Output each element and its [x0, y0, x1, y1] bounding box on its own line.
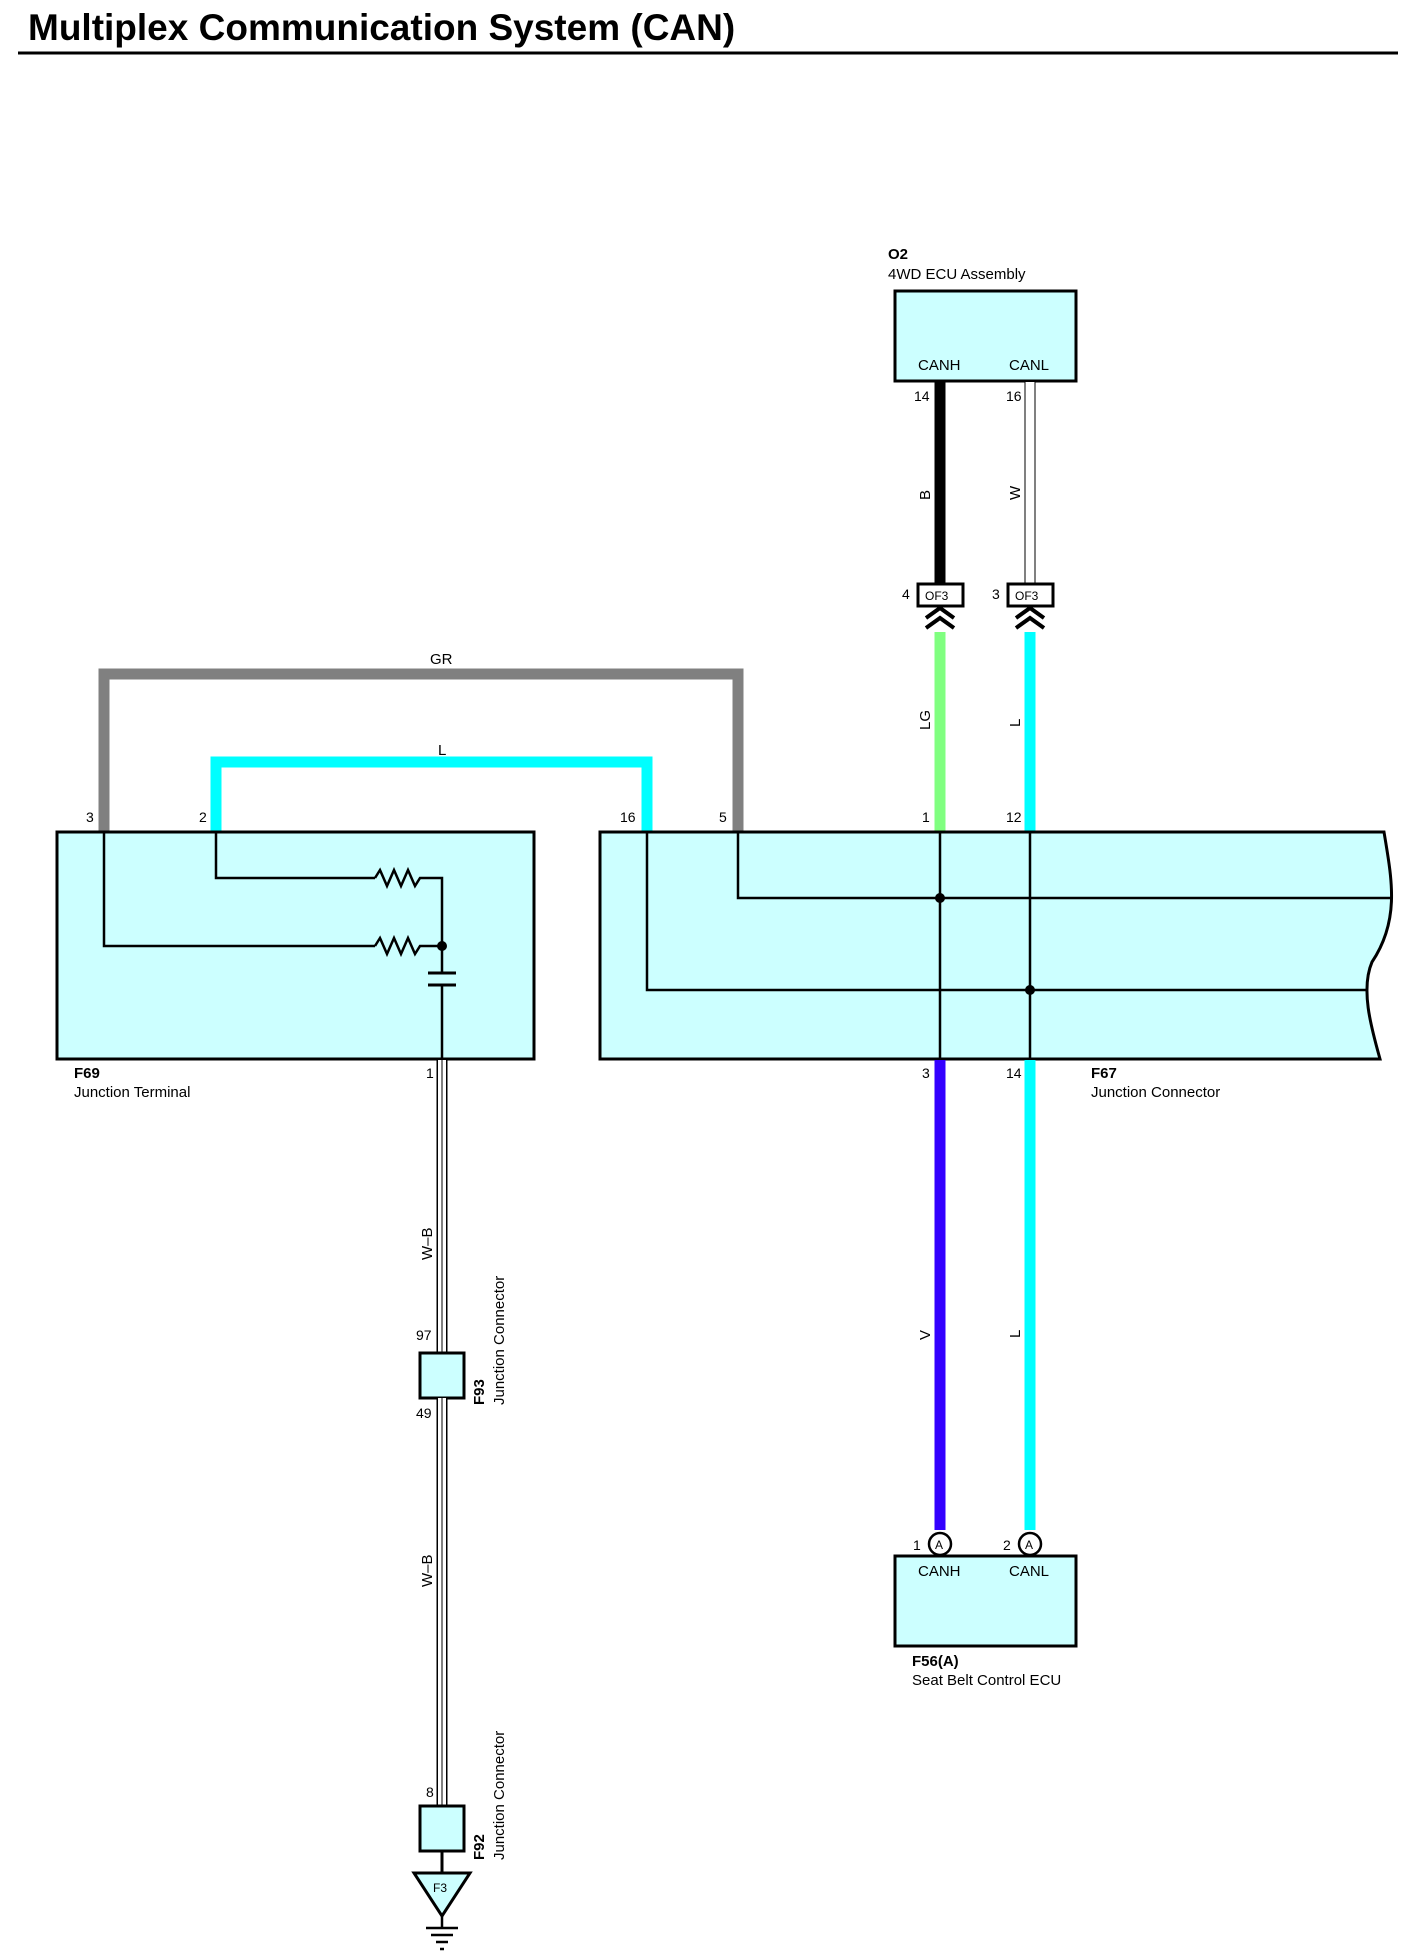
of3-right-code: OF3: [1015, 589, 1039, 603]
f56-name: Seat Belt Control ECU: [912, 1672, 1061, 1689]
page-title: Multiplex Communication System (CAN): [28, 7, 735, 48]
f69-internal-wire-pin3: [102, 833, 375, 948]
resistor-upper-icon: [373, 866, 444, 946]
f93-pin-97: 97: [416, 1327, 432, 1343]
f67-pin-16: 16: [620, 809, 636, 825]
o2-canl-label: CANL: [1009, 357, 1049, 374]
f93-code: F93: [471, 1379, 488, 1405]
wire-l-top-label: L: [438, 742, 446, 759]
f69-junction-terminal: 3 2 1 F69 Junction Terminal: [55, 809, 536, 1101]
f56-box: [893, 1554, 1078, 1648]
o2-pin-14: 14: [914, 388, 930, 404]
wire-v-label: V: [917, 1330, 934, 1340]
f67-box: [598, 830, 1393, 1061]
of3-left-code: OF3: [925, 589, 949, 603]
wire-wb-lower-label: W–B: [419, 1554, 436, 1587]
f67-name: Junction Connector: [1091, 1084, 1220, 1101]
f56-connector-letter-1: A: [935, 1538, 943, 1552]
wire-gr-label: GR: [430, 651, 453, 668]
f92-code: F92: [471, 1834, 488, 1860]
wire-wb-upper-label: W–B: [419, 1227, 436, 1260]
f92-junction-connector: 8 F92 Junction Connector: [418, 1731, 508, 1860]
wire-b-label: B: [917, 490, 934, 500]
f92-pin-8: 8: [426, 1784, 434, 1800]
f69-name: Junction Terminal: [74, 1084, 190, 1101]
wire-lg-label: LG: [917, 710, 934, 730]
f67-pin-3: 3: [922, 1065, 930, 1081]
f92-box: [418, 1804, 466, 1853]
o2-code: O2: [888, 246, 908, 263]
ground-f3: F3: [411, 1871, 473, 1951]
of3-right-chevron-icon: [1014, 605, 1046, 630]
of3-connector-right: 3 OF3: [992, 582, 1055, 630]
f67-junction-dot-lower: [1025, 985, 1035, 995]
f93-pin-49: 49: [416, 1405, 432, 1421]
f56-pin-1: 1: [913, 1537, 921, 1553]
ground-code: F3: [433, 1881, 447, 1895]
f67-junction-dot-upper: [935, 893, 945, 903]
f56-pin-2: 2: [1003, 1537, 1011, 1553]
f93-name: Junction Connector: [491, 1276, 508, 1405]
f67-code: F67: [1091, 1065, 1117, 1082]
of3-right-pin: 3: [992, 586, 1000, 602]
f69-code: F69: [74, 1065, 100, 1082]
wire-gr: [98, 668, 744, 832]
f69-pin-3: 3: [86, 809, 94, 825]
f56-canh-label: CANH: [918, 1563, 961, 1580]
f92-name: Junction Connector: [491, 1731, 508, 1860]
f56-connector-letter-2: A: [1025, 1538, 1033, 1552]
o2-name: 4WD ECU Assembly: [888, 266, 1026, 283]
f56-code: F56(A): [912, 1653, 959, 1670]
f93-junction-connector: 97 49 F93 Junction Connector: [416, 1276, 508, 1421]
f67-junction-connector: 16 5 1 12 3 14 F67 Junction Connector: [598, 809, 1393, 1101]
o2-canh-label: CANH: [918, 357, 961, 374]
f56-seat-belt-ecu: 1 2 A A CANH CANL F56(A) Seat Belt Contr…: [893, 1531, 1078, 1689]
f67-pin-12: 12: [1006, 809, 1022, 825]
o2-box: [893, 289, 1078, 383]
f67-pin-5: 5: [719, 809, 727, 825]
f67-pin-1: 1: [922, 809, 930, 825]
resistor-lower-icon: [373, 934, 442, 958]
f56-canl-label: CANL: [1009, 1563, 1049, 1580]
f93-box: [418, 1351, 466, 1400]
wire-w-label: W: [1007, 485, 1024, 500]
f69-pin-1: 1: [426, 1065, 434, 1081]
f67-internal-bus-pin5: [736, 833, 1392, 900]
wire-l-right-lower-label: L: [1007, 1330, 1024, 1338]
f67-pin-14: 14: [1006, 1065, 1022, 1081]
f67-internal-bus-pin16: [645, 833, 1366, 992]
wire-l-top: [210, 756, 653, 832]
of3-left-pin: 4: [902, 586, 910, 602]
ground-triangle-icon: [411, 1871, 473, 1919]
of3-left-chevron-icon: [924, 605, 956, 630]
of3-connector-left: 4 OF3: [902, 582, 965, 630]
o2-pin-16: 16: [1006, 388, 1022, 404]
f69-internal-wire-pin2: [214, 833, 375, 880]
o2-4wd-ecu: O2 4WD ECU Assembly CANH CANL 14 16: [888, 246, 1078, 404]
wire-l-right-upper-label: L: [1007, 719, 1024, 727]
f69-pin-2: 2: [199, 809, 207, 825]
